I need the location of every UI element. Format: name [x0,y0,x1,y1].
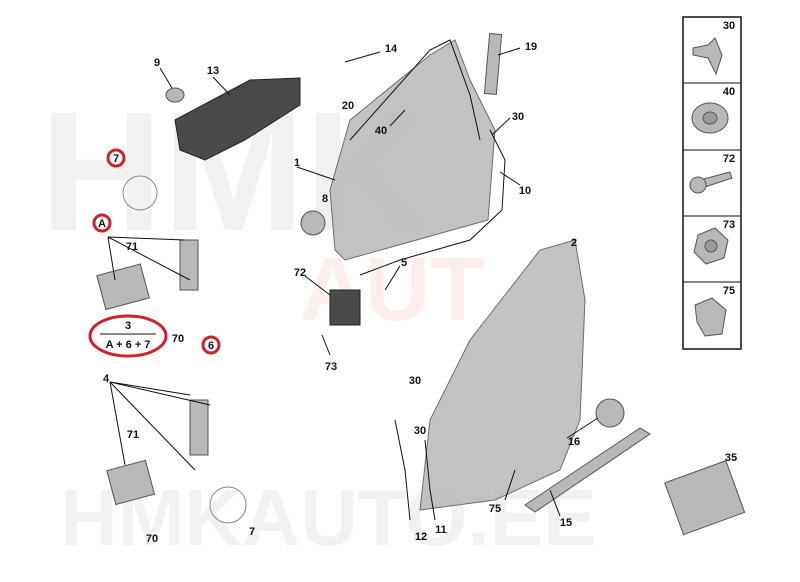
callout-20: 20 [342,100,354,112]
kit-formula: 3 A + 6 + 7 [88,314,168,358]
trim-strip [524,427,651,513]
callout-71b: 71 [127,429,139,441]
hinge-upper-leaf [179,239,199,291]
highlight-a: A [92,213,112,233]
callout-8: 8 [322,193,328,205]
spring-clip-detail [122,175,158,211]
weatherstrip [359,129,506,276]
cap-part [165,87,185,103]
callout-70: 70 [172,333,184,345]
door-check [329,289,361,326]
hinge-upper [96,263,150,311]
callout-30c: 30 [414,425,426,437]
hinge-lower-leaf [189,399,209,456]
callout-19: 19 [525,41,537,53]
front-door [329,39,496,261]
callout-35: 35 [725,452,737,464]
callout-75: 75 [489,503,501,515]
push-clip [692,37,723,76]
callout-12: 12 [415,531,427,543]
glass-strip [483,33,503,95]
callout-16: 16 [568,436,580,448]
panel-label-72: 72 [723,153,735,165]
window-seal [349,39,481,141]
leader-lines [107,47,599,517]
callout-14: 14 [385,43,398,55]
trim-clip [694,297,727,337]
seal-strip-2 [424,439,436,521]
spring-clip-detail-2 [209,486,247,524]
callout-9: 9 [154,57,160,69]
panel-label-73: 73 [723,219,735,231]
svg-text:3: 3 [125,320,131,332]
clip-box [664,460,746,536]
callout-4: 4 [103,373,110,385]
callout-72: 72 [294,267,306,279]
fastener-panel: 30 40 72 73 75 [682,16,742,350]
callout-70b: 70 [146,533,158,545]
callout-labels: 9 13 14 19 20 30 40 1 10 8 71 72 5 2 70 … [103,41,737,545]
callout-1: 1 [294,157,300,169]
callout-73: 73 [325,361,337,373]
svg-text:6: 6 [208,340,214,352]
rear-door [419,239,586,511]
inner-door-panel [174,77,301,161]
callout-5: 5 [401,257,407,269]
callout-13: 13 [207,65,219,77]
panel-label-40: 40 [723,86,735,98]
grommet [595,398,625,428]
grommet-ring [300,210,326,236]
callout-30: 30 [512,111,524,123]
svg-text:A + 6 + 7: A + 6 + 7 [106,339,151,351]
callout-15: 15 [560,517,572,529]
callout-40: 40 [375,125,387,137]
seal-strip [394,419,411,521]
callout-7b: 7 [249,526,255,538]
svg-text:7: 7 [113,153,119,165]
svg-text:AUT: AUT [300,240,485,340]
panel-label-75: 75 [723,285,735,297]
panel-label-30: 30 [723,20,735,32]
highlight-7: 7 [106,148,126,168]
callout-11: 11 [435,524,447,536]
hinge-lower [106,459,156,506]
callout-2: 2 [571,237,577,249]
callout-30b: 30 [409,375,421,387]
callout-10: 10 [519,185,531,197]
svg-text:A: A [98,218,106,230]
highlight-6: 6 [201,335,221,355]
callout-71: 71 [126,241,138,253]
